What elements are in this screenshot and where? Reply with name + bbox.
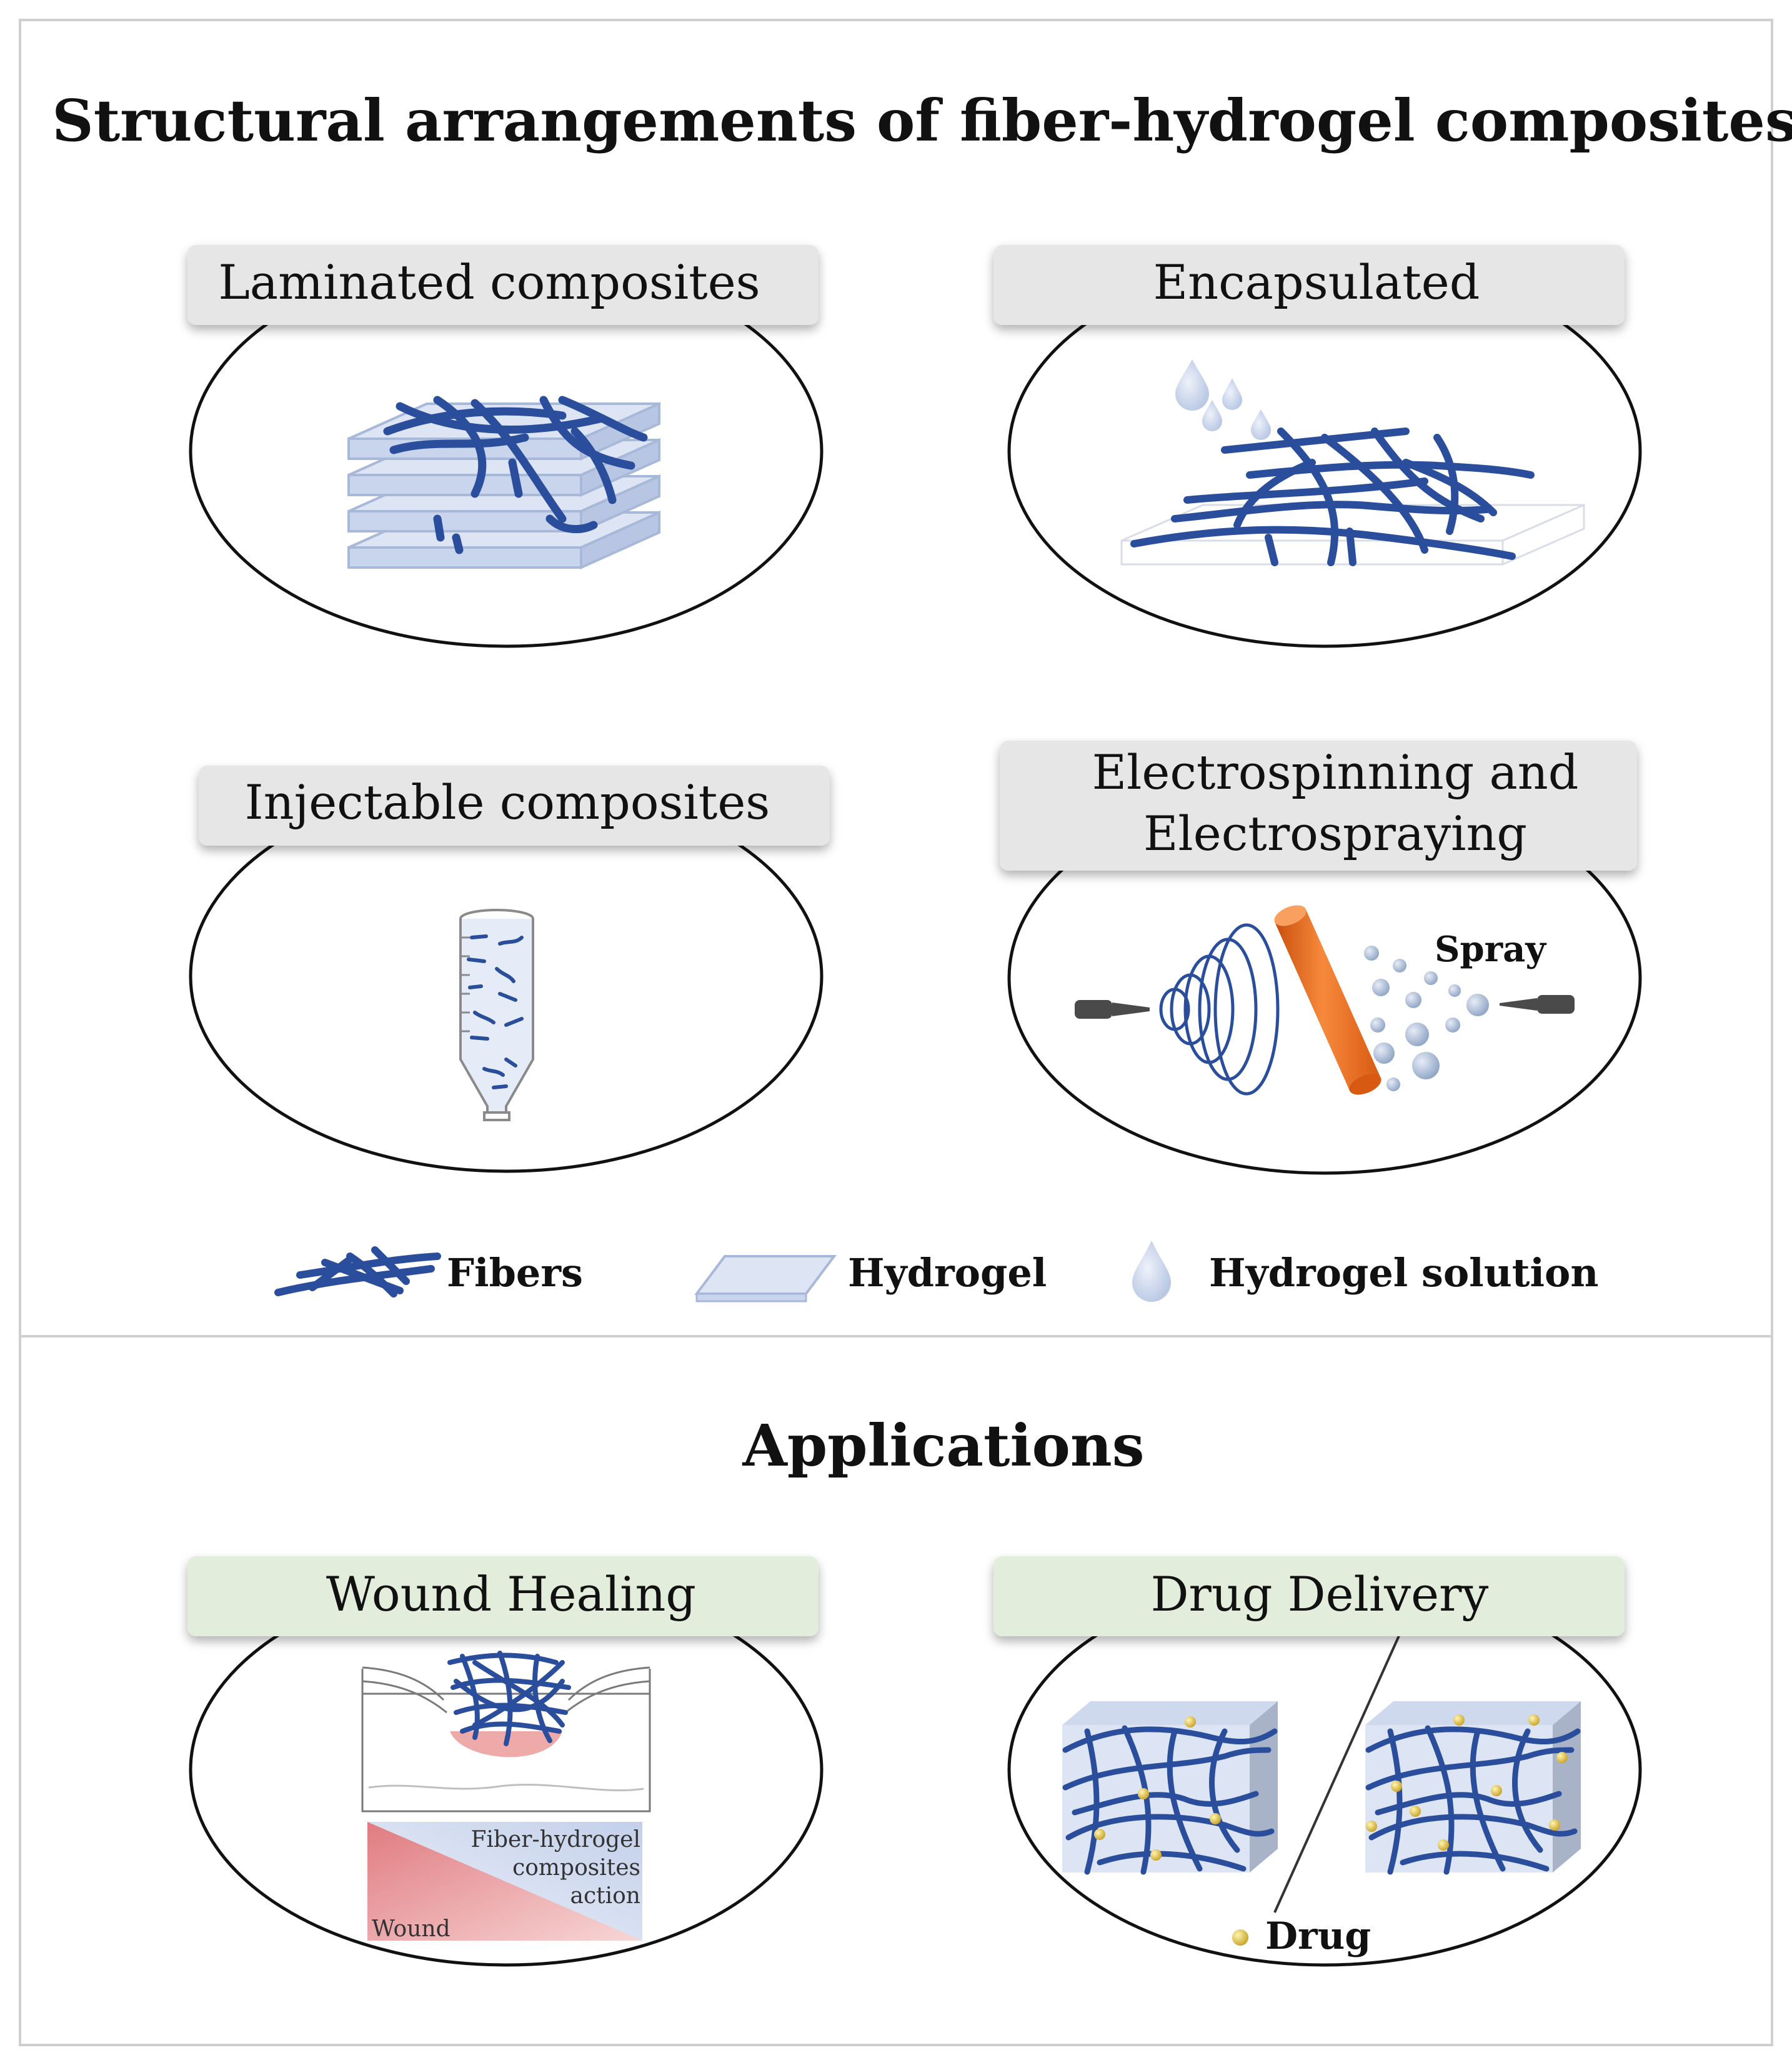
gradient-label-line1: Fiber-hydrogel — [470, 1827, 640, 1852]
main-title: Structural arrangements of fiber-hydroge… — [52, 87, 1792, 154]
gradient-label-line2: composites — [512, 1855, 640, 1881]
divider-line — [1273, 1634, 1401, 1913]
legend-hydrogel-icon — [694, 1255, 837, 1302]
gradient-label-line3: action — [570, 1883, 640, 1909]
label-tab-electrospinning: Electrospinning and Electrospraying — [1000, 741, 1637, 871]
label-laminated: Laminated composites — [218, 254, 760, 310]
wound-label: Wound — [372, 1916, 450, 1942]
drug-legend-icon — [1232, 1929, 1248, 1946]
applications-title: Applications — [742, 1412, 1144, 1479]
label-tab-laminated: Laminated composites — [187, 245, 819, 325]
wound-fiber-mesh — [447, 1651, 571, 1746]
hydrogel-cube-left — [1062, 1701, 1278, 1875]
electrospinning-jet — [1159, 923, 1280, 1096]
droplet-icon — [1175, 359, 1209, 411]
label-wound-healing: Wound Healing — [326, 1566, 696, 1622]
legend-fibers-icon — [274, 1246, 441, 1298]
panel-electrospinning: Spray — [1007, 781, 1642, 1175]
legend-fibers-label: Fibers — [447, 1250, 583, 1296]
panel-drug-delivery: Drug — [1007, 1573, 1642, 1967]
legend-hydrogel-label: Hydrogel — [848, 1250, 1047, 1296]
label-injectable: Injectable composites — [245, 774, 770, 830]
hydrogel-solution-droplets — [1175, 359, 1271, 440]
spraying-needle-icon — [1500, 995, 1575, 1014]
panel-encapsulated — [1007, 254, 1642, 648]
action-gradient-box — [367, 1822, 642, 1941]
skin-diagram — [361, 1666, 651, 1812]
droplet-icon — [1202, 400, 1222, 431]
panel-wound-healing: Fiber-hydrogel composites action Wound — [189, 1573, 824, 1967]
spinning-needle-icon — [1075, 1000, 1150, 1019]
label-tab-wound-healing: Wound Healing — [187, 1556, 819, 1636]
spray-label: Spray — [1435, 929, 1546, 970]
droplet-icon — [1251, 409, 1271, 440]
panel-laminated — [189, 254, 824, 648]
hydrogel-stack — [347, 401, 660, 570]
label-drug-delivery: Drug Delivery — [1151, 1566, 1489, 1622]
drug-legend-label: Drug — [1265, 1914, 1371, 1958]
label-electrospinning-line2: Electrospraying — [1143, 806, 1527, 861]
legend-droplet-icon — [1132, 1241, 1171, 1302]
spray-droplets — [1364, 946, 1489, 1091]
label-tab-drug-delivery: Drug Delivery — [993, 1556, 1625, 1636]
injection-tube-icon — [459, 909, 534, 1121]
panel-injectable — [189, 779, 824, 1173]
legend-solution-label: Hydrogel solution — [1209, 1250, 1598, 1296]
droplet-icon — [1222, 378, 1242, 410]
fiber-mesh — [383, 396, 648, 554]
fiber-mesh — [1130, 428, 1535, 566]
label-tab-injectable: Injectable composites — [199, 766, 830, 846]
label-encapsulated: Encapsulated — [1153, 254, 1480, 310]
label-electrospinning-line1: Electrospinning and — [1092, 744, 1579, 800]
legend: Fibers Hydrogel Hydrogel solution — [274, 1241, 1598, 1302]
hydrogel-cube-right — [1365, 1701, 1581, 1875]
label-tab-encapsulated: Encapsulated — [993, 245, 1625, 325]
collector-cylinder — [1274, 905, 1381, 1095]
